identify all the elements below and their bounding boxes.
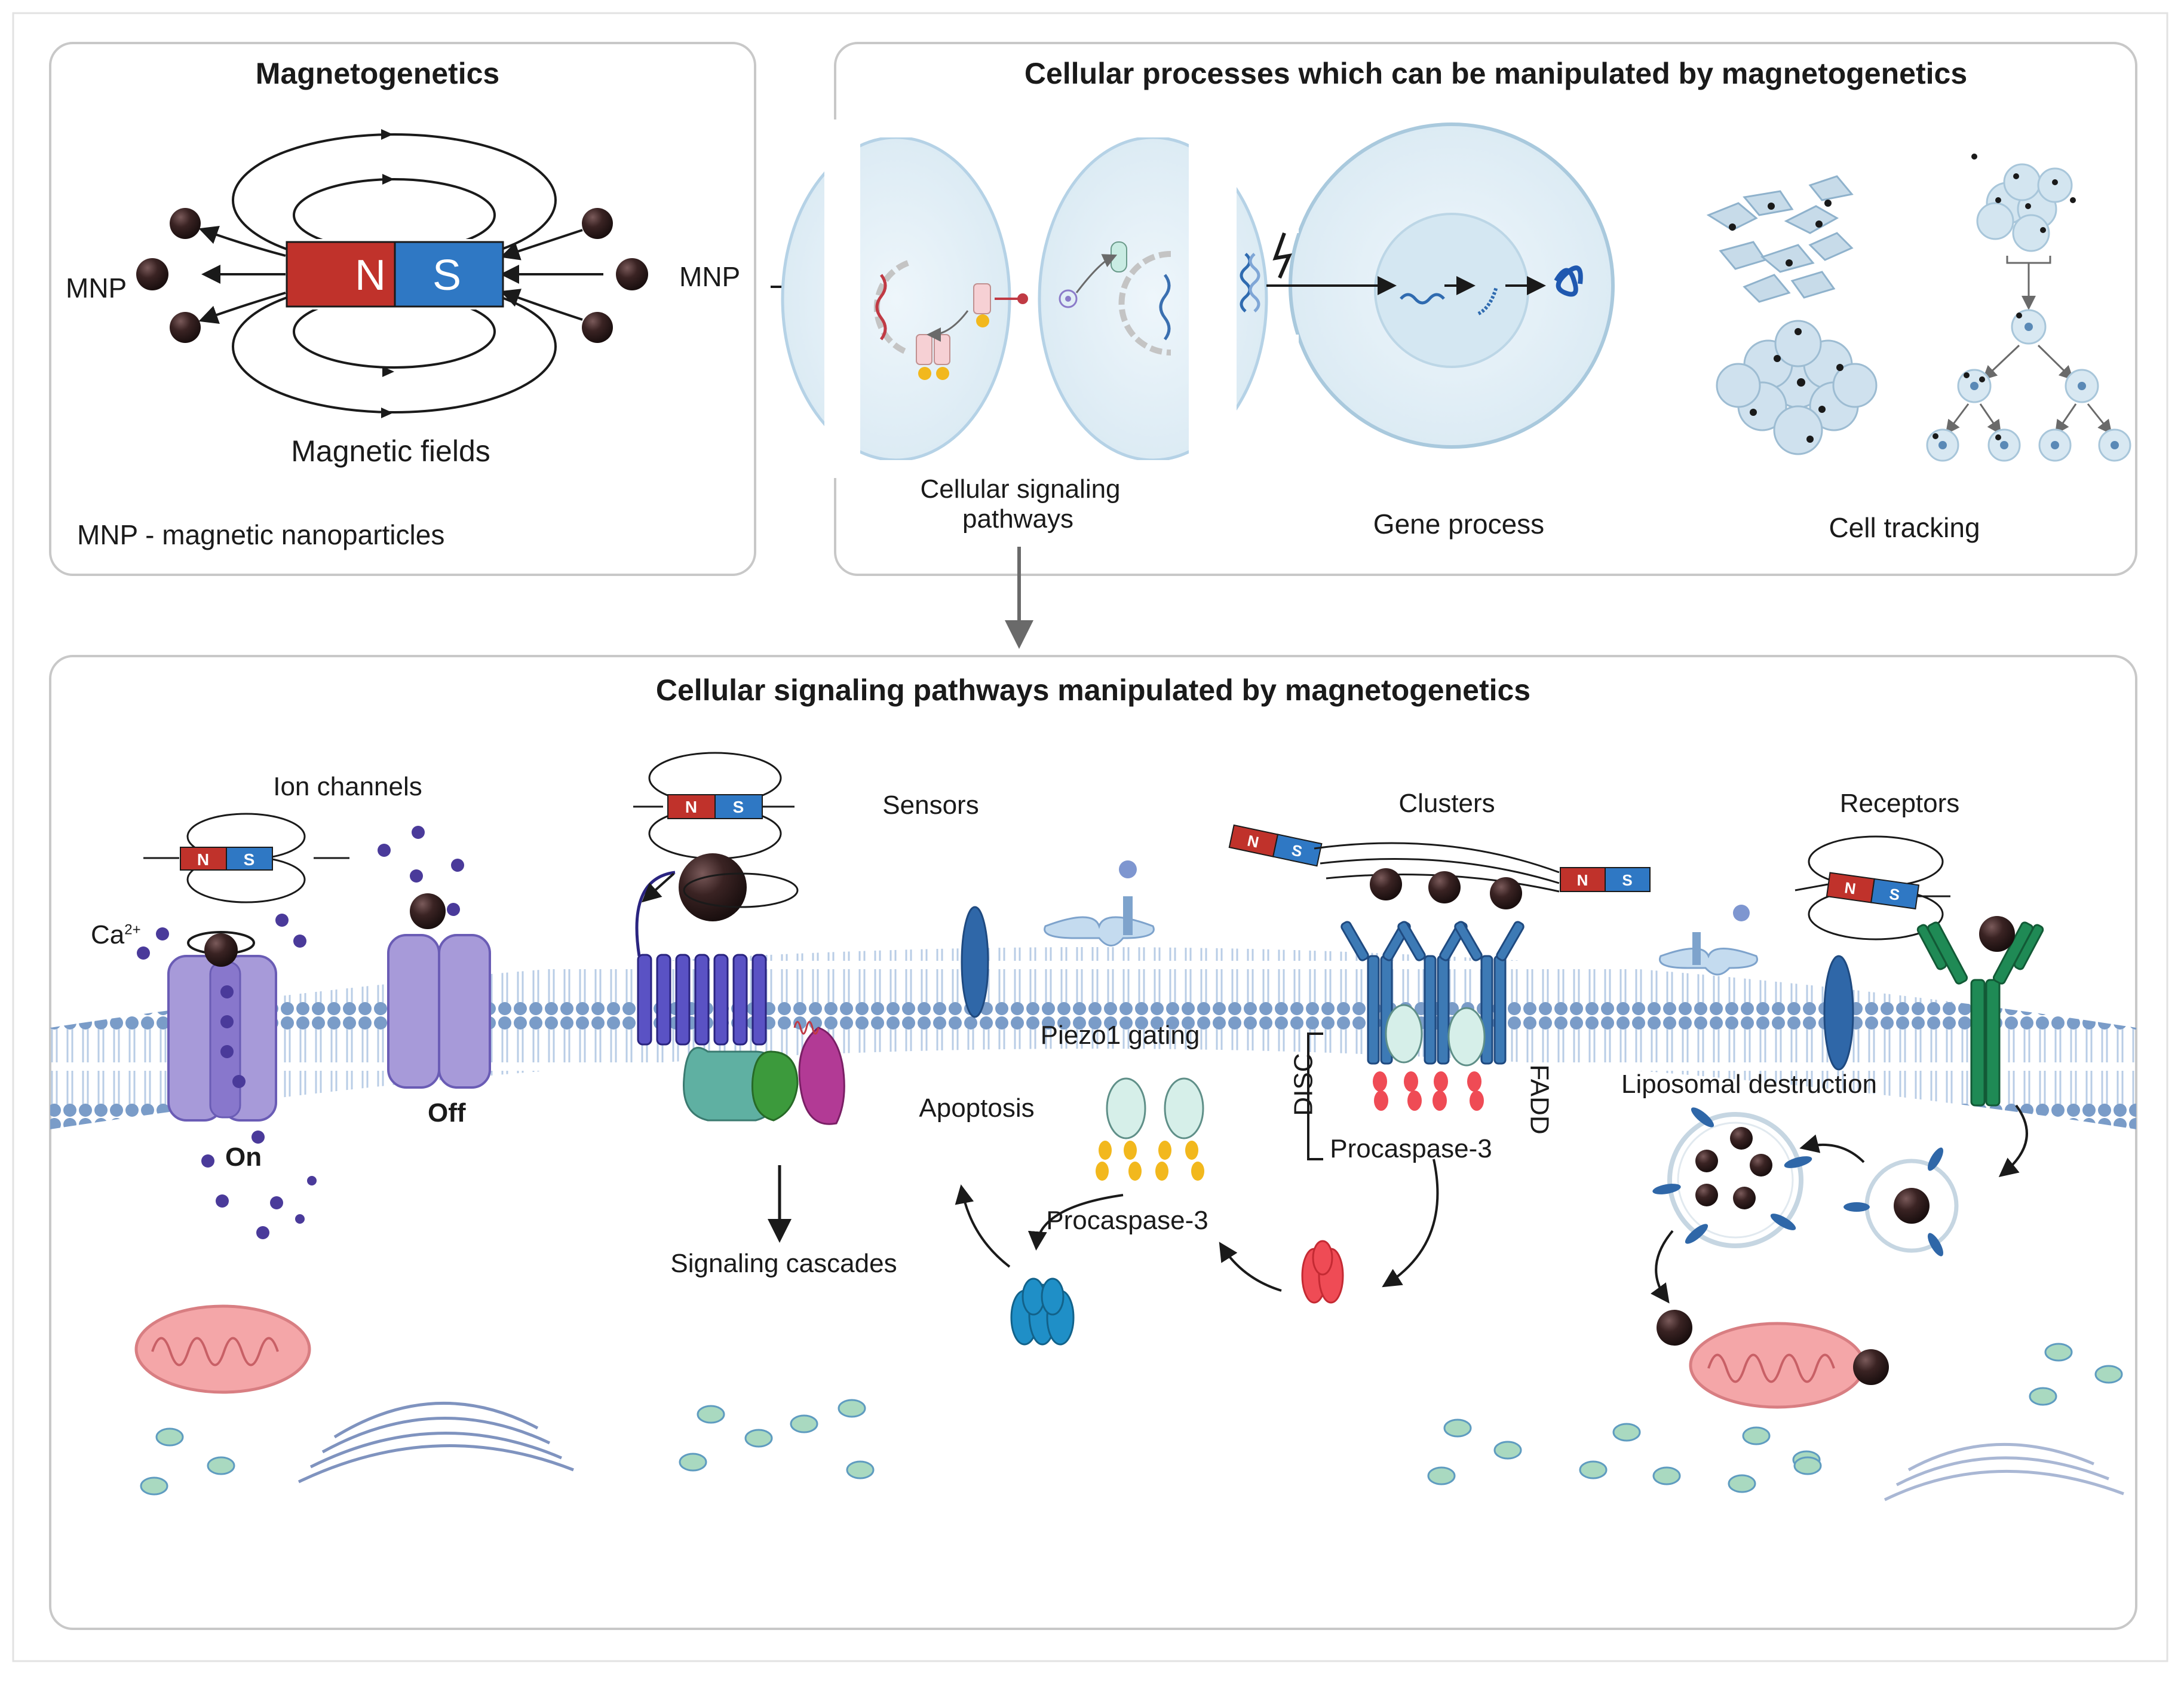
mnp-right-label: MNP [679, 261, 741, 292]
golgi-left [297, 1401, 574, 1484]
mnp-left-label: MNP [66, 272, 127, 304]
piezo-gating-label: Piezo1 gating [1040, 1021, 1200, 1050]
magnet-south-label: S [432, 252, 462, 299]
mnp-particles [136, 208, 648, 343]
cell-tracking-label: Cell tracking [1829, 512, 1980, 543]
antibody-receptor [1916, 921, 2044, 1107]
active-caspase-blue [1010, 1277, 1075, 1346]
mitochondrion-right [1689, 1322, 1889, 1409]
mitochondrion-left [134, 1304, 311, 1394]
signaling-label-line2: pathways [962, 504, 1073, 534]
procaspase-red [1301, 1240, 1344, 1304]
sensor-magnet-n: N [685, 798, 697, 816]
ion-channel-off [387, 893, 491, 1089]
magnet-north-label: N [355, 252, 386, 299]
magnetogenetics-title: Magnetogenetics [255, 57, 500, 90]
cluster-magnets: N S N S [1228, 824, 1651, 893]
sensor-blue-oval [961, 906, 989, 1018]
fadd-label: FADD [1524, 1064, 1554, 1135]
receptor-blue-oval [1823, 955, 1854, 1071]
apoptosis-label: Apoptosis [919, 1093, 1035, 1123]
procaspase-right-label: Procaspase-3 [1330, 1134, 1492, 1163]
magnetic-fields-label: Magnetic fields [291, 434, 490, 468]
svg-text:N: N [1577, 871, 1588, 889]
signaling-cells [781, 120, 1268, 478]
field-arrowheads [381, 129, 394, 418]
ion-magnet-n: N [197, 850, 209, 869]
gene-process-cell [1240, 122, 1615, 449]
svg-text:N: N [1843, 878, 1857, 897]
piezo-channel [1044, 860, 1155, 946]
signaling-pathways-title: Cellular signaling pathways manipulated … [655, 673, 1531, 707]
g-protein [683, 1021, 845, 1125]
svg-text:S: S [1290, 841, 1303, 860]
ion-channels-label: Ion channels [273, 772, 422, 801]
sensor-magnet-s: S [733, 798, 744, 816]
cellular-processes-title: Cellular processes which can be manipula… [1024, 57, 1968, 90]
golgi-right [1884, 1442, 2124, 1502]
svg-text:S: S [1622, 871, 1632, 889]
liposomal-label: Liposomal destruction [1621, 1070, 1878, 1099]
gpcr-particle [679, 853, 747, 921]
disc-fadd [1373, 1004, 1486, 1111]
liposome-large [1652, 1107, 1812, 1248]
calcium-charge: 2+ [124, 921, 141, 938]
gene-process-label: Gene process [1373, 508, 1545, 540]
ribosomes [140, 1343, 2123, 1496]
outer-frame [12, 12, 2168, 1662]
panel-signaling-pathways [49, 655, 2137, 1630]
cluster-particles [1370, 868, 1522, 909]
procaspase-left-label: Procaspase-3 [1046, 1206, 1208, 1235]
on-label: On [225, 1142, 262, 1172]
off-label: Off [428, 1098, 466, 1128]
receptors-label: Receptors [1839, 789, 1960, 818]
magnet-south [394, 241, 504, 308]
cell-tracking-art [1706, 154, 2131, 462]
calcium-ions [137, 826, 464, 1239]
svg-text:S: S [1888, 885, 1901, 904]
clusters-label: Clusters [1398, 789, 1495, 818]
mnp-legend: MNP - magnetic nanoparticles [77, 519, 445, 550]
gpcr-receptor [637, 954, 767, 1046]
disc-label: DISC [1289, 1053, 1318, 1116]
magnet-north [286, 241, 396, 308]
liposome-small [1843, 1147, 1959, 1257]
calcium-label: Ca2+ [91, 920, 141, 950]
fadd-left-complex [1096, 1077, 1204, 1181]
ion-channel-on [167, 931, 277, 1122]
piezo-right [1659, 905, 1758, 976]
sensors-label: Sensors [882, 791, 979, 820]
cell-membrane [50, 947, 2136, 1129]
calcium-symbol: Ca [91, 920, 125, 949]
signaling-label-line1: Cellular signaling [920, 474, 1121, 504]
signaling-cascades-label: Signaling cascades [670, 1249, 897, 1278]
disc-bracket [1307, 1033, 1323, 1160]
ion-magnet-s: S [244, 850, 255, 869]
pull-lines [198, 226, 603, 324]
